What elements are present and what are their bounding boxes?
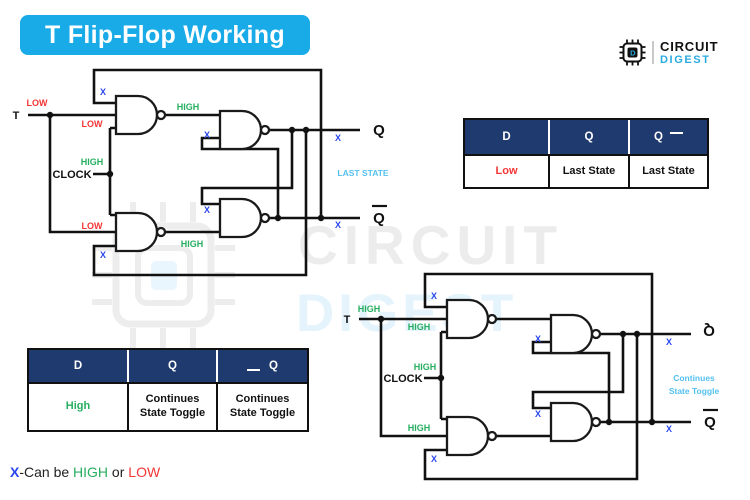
nand-gate3	[218, 197, 271, 239]
junction-dot	[317, 214, 325, 222]
nand-gate2	[218, 109, 271, 151]
cross-wire-qbar	[200, 136, 280, 218]
page-title: T Flip-Flop Working	[20, 15, 310, 55]
table-cell-q: Continues State Toggle	[129, 382, 218, 430]
t-flipflop-circuit-high: T CLOCK HIGH HIGH HIGH HIGH X X X X X X …	[344, 272, 720, 481]
t-label: T	[344, 314, 351, 326]
truth-table-low: D Q Q Low Last State Last State	[463, 118, 709, 189]
footnote-low: LOW	[128, 464, 161, 480]
clock-state-label: HIGH	[414, 362, 437, 372]
gate1-in-state-label: HIGH	[408, 322, 431, 332]
t-state-label: HIGH	[358, 304, 381, 314]
x-label: X	[666, 337, 672, 347]
nand-gate2	[549, 313, 602, 355]
t-flipflop-circuit-low: T CLOCK LOW LOW LOW HIGH HIGH HIGH X X X…	[13, 68, 389, 277]
q-output-label-rotated: Q	[703, 322, 715, 339]
qbar-output-label: Q	[703, 408, 718, 431]
x-label: X	[204, 205, 210, 215]
qbar-feedback-wire	[423, 272, 654, 422]
logo-circuit-text: CIRCUIT	[660, 38, 719, 54]
junction-dot	[274, 214, 282, 222]
footnote-mid: -Can be	[19, 464, 74, 480]
t-state-label: LOW	[27, 98, 48, 108]
gate4-out-state-label: HIGH	[181, 239, 204, 249]
x-label: X	[535, 334, 541, 344]
gate4-in-state-label: HIGH	[408, 423, 431, 433]
x-label: X	[100, 250, 106, 260]
table-cell-qbar: Last State	[630, 154, 707, 187]
qbar-output-label: Q	[372, 204, 387, 227]
qbar-overline	[247, 368, 261, 372]
gate1-out-state-label: HIGH	[177, 102, 200, 112]
output-state-note-line2: State Toggle	[669, 386, 720, 396]
nand-gate4	[445, 415, 498, 457]
gate1-in-state-label: LOW	[82, 119, 103, 129]
junction-dot	[648, 418, 656, 426]
x-label: X	[335, 133, 341, 143]
nand-gate3	[549, 401, 602, 443]
svg-text:Q: Q	[704, 414, 716, 431]
table-header-d: D	[465, 120, 550, 154]
footnote-x: X	[10, 464, 20, 480]
clock-label: CLOCK	[383, 373, 422, 385]
table-header-q: Q	[550, 120, 630, 154]
qbar-feedback-wire	[92, 68, 323, 218]
output-state-note-line1: Continues	[673, 373, 715, 383]
table-cell-d: Low	[465, 154, 550, 187]
x-label: X	[335, 220, 341, 230]
table-header-q: Q	[129, 350, 218, 382]
svg-text:Q: Q	[373, 210, 385, 227]
junction-dot	[106, 170, 114, 178]
x-label: X	[431, 291, 437, 301]
truth-table-high: D Q Q High Continues State Toggle Contin…	[27, 348, 309, 432]
junction-dot	[377, 315, 385, 323]
chip-icon: D	[619, 39, 646, 66]
chip-letter: D	[630, 49, 636, 58]
junction-dot	[633, 330, 641, 338]
junction-dot	[46, 111, 54, 119]
x-label: X	[204, 130, 210, 140]
footnote-high: HIGH	[73, 464, 109, 480]
footnote-or: or	[108, 464, 129, 480]
output-state-note: LAST STATE	[337, 168, 388, 178]
cross-wire-q	[531, 334, 625, 410]
nand-gate1	[114, 94, 167, 136]
x-label: X	[666, 424, 672, 434]
nand-gate1	[445, 298, 498, 340]
brand-logo: D CIRCUIT DIGEST	[619, 39, 718, 66]
junction-dot	[302, 126, 310, 134]
q-feedback-wire	[92, 130, 308, 277]
cross-wire-q	[200, 130, 294, 206]
table-cell-d: High	[29, 382, 129, 430]
junction-dot	[288, 126, 296, 134]
x-label: X	[535, 409, 541, 419]
junction-dot	[619, 330, 627, 338]
junction-dot	[605, 418, 613, 426]
table-cell-qbar: Continues State Toggle	[218, 382, 307, 430]
svg-text:Q: Q	[703, 322, 715, 339]
table-header-qbar: Q	[630, 120, 707, 154]
t-branch-wire	[379, 319, 447, 438]
t-branch-wire	[48, 115, 116, 234]
cross-wire-qbar	[531, 340, 611, 422]
logo-divider	[652, 41, 654, 64]
qbar-overline	[669, 131, 683, 135]
q-output-label: Q	[373, 122, 385, 139]
clock-state-label: HIGH	[81, 157, 104, 167]
table-header-d: D	[29, 350, 129, 382]
q-feedback-wire	[423, 334, 639, 481]
clock-label: CLOCK	[52, 169, 91, 181]
footnote: X-Can be HIGH or LOW	[10, 464, 160, 480]
watermark-circuit-text: CIRCUIT	[298, 214, 564, 276]
junction-dot	[437, 374, 445, 382]
table-cell-q: Last State	[550, 154, 630, 187]
table-header-qbar: Q	[218, 350, 307, 382]
gate4-in-state-label: LOW	[82, 221, 103, 231]
nand-gate4	[114, 211, 167, 253]
x-label: X	[100, 87, 106, 97]
t-label: T	[13, 110, 20, 122]
logo-digest-text: DIGEST	[660, 53, 711, 66]
x-label: X	[431, 454, 437, 464]
